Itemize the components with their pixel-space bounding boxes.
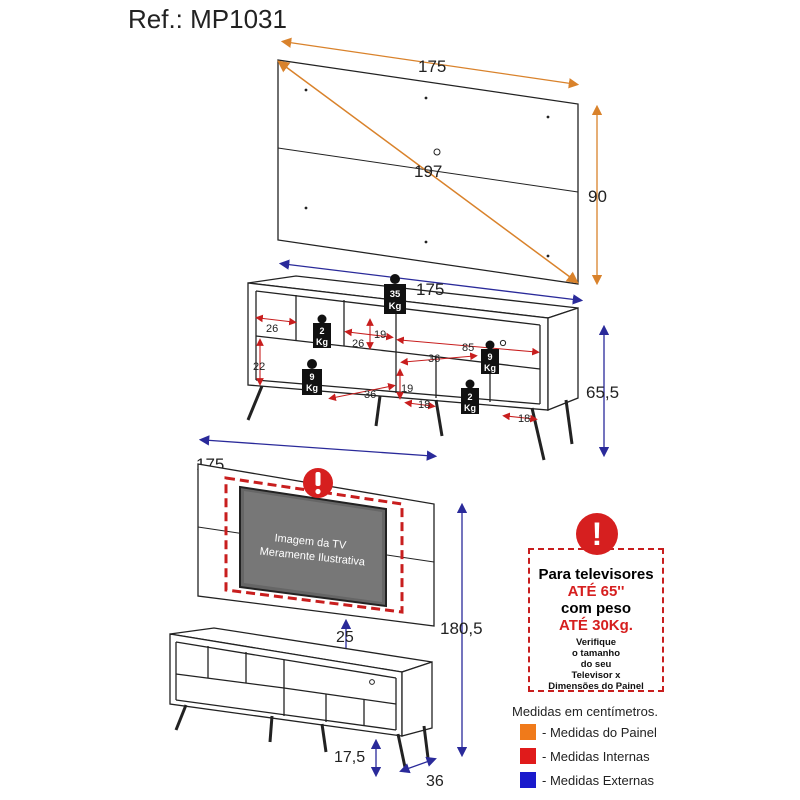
warning-line1: Para televisores [538, 566, 654, 583]
svg-text:35: 35 [390, 289, 401, 300]
svg-text:19: 19 [401, 383, 413, 395]
legend-item-internal: - Medidas Internas [520, 748, 650, 764]
weight-icon-top: 35 Kg [384, 274, 406, 314]
total-height-label: 180,5 [440, 619, 483, 638]
assembled-width-arrow [198, 435, 438, 461]
svg-text:85: 85 [462, 342, 474, 354]
exclamation-icon: ! [576, 513, 618, 555]
tv-rack [246, 275, 579, 461]
weight-icon-shelf-right: 9 Kg [481, 340, 499, 374]
panel-diagonal-label: 197 [414, 162, 442, 181]
assembled-rack [169, 627, 433, 773]
tv-size-warning: Para televisores ATÉ 65'' com peso ATÉ 3… [528, 548, 664, 692]
weight-icon-niche-lower-left: 9 Kg [302, 359, 322, 395]
depth-arrow [399, 756, 437, 774]
svg-text:26: 26 [352, 338, 364, 350]
svg-text:18: 18 [418, 399, 430, 411]
svg-text:Kg: Kg [464, 403, 476, 413]
legend-item-external: - Medidas Externas [520, 772, 654, 788]
svg-text:Kg: Kg [484, 363, 496, 373]
weight-icon-niche-upper: 2 Kg [313, 314, 331, 348]
tv-safe-area-outline [224, 476, 404, 614]
svg-text:9: 9 [487, 352, 492, 362]
gap-label: 25 [336, 629, 354, 646]
warning-line3: com peso [560, 600, 632, 617]
weight-icon-niche-lower-right: 2 Kg [461, 379, 479, 414]
svg-text:36: 36 [428, 353, 440, 365]
blue-swatch-icon [520, 772, 536, 788]
inner-dimension-labels: 26 26 19 85 22 36 36 19 18 18 [253, 323, 530, 425]
svg-text:22: 22 [253, 361, 265, 373]
tv-exclamation-icon [303, 468, 333, 498]
panel-width-label: 175 [418, 57, 446, 76]
warning-note: Verifique o tamanho do seu Televisor x D… [548, 637, 644, 692]
red-swatch-icon [520, 748, 536, 764]
svg-text:36: 36 [364, 389, 376, 401]
rack-width-label: 175 [416, 280, 444, 299]
svg-text:2: 2 [467, 392, 472, 402]
orange-swatch-icon [520, 724, 536, 740]
reference-label: Ref.: MP1031 [128, 4, 287, 34]
tv-illustration: Imagem da TV Meramente Ilustrativa [239, 485, 387, 608]
svg-text:26: 26 [266, 323, 278, 335]
panel-screws [304, 88, 550, 258]
legend-item-panel: - Medidas do Painel [520, 724, 657, 740]
rack-height-label: 65,5 [586, 383, 619, 402]
inner-dimensions [255, 314, 540, 423]
svg-text:Kg: Kg [316, 337, 328, 347]
depth-label: 36 [426, 773, 444, 790]
svg-text:19: 19 [374, 329, 386, 341]
panel-width-arrow [280, 37, 580, 89]
svg-text:9: 9 [309, 372, 314, 382]
svg-text:2: 2 [319, 326, 324, 336]
foot-height-label: 17,5 [334, 749, 365, 766]
warning-line2: ATÉ 65'' [567, 583, 625, 600]
warning-line4: ATÉ 30Kg. [559, 617, 633, 634]
svg-text:Kg: Kg [306, 383, 318, 393]
legend-title: Medidas em centímetros. [512, 704, 658, 719]
svg-text:Kg: Kg [389, 301, 402, 312]
svg-text:18: 18 [518, 413, 530, 425]
rack-width-arrow [278, 259, 584, 305]
panel-height-label: 90 [588, 187, 607, 206]
